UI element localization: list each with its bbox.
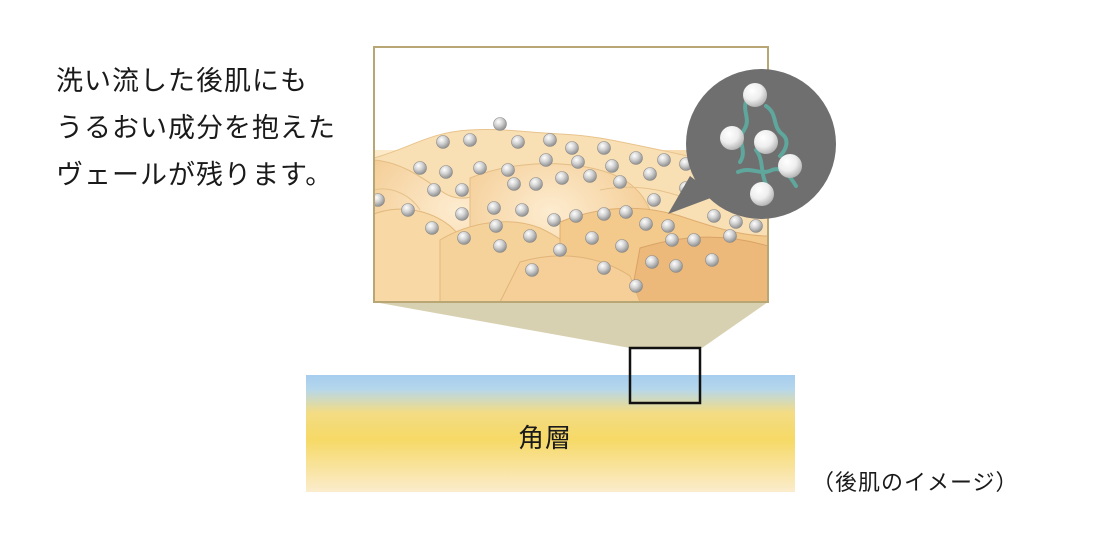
moisture-particle-icon [598, 142, 611, 155]
moisture-particle-icon [544, 134, 557, 147]
stratum-corneum-label: 角層 [505, 418, 585, 455]
moisture-particle-icon [464, 134, 477, 147]
moisture-particle-icon [570, 210, 583, 223]
moisture-particle-icon [490, 220, 503, 233]
moisture-particle-icon [666, 234, 679, 247]
moisture-particle-icon [440, 166, 453, 179]
moisture-particle-icon [648, 194, 661, 207]
description-line: うるおい成分を抱えた [56, 105, 336, 152]
moisture-particle-icon [516, 204, 529, 217]
moisture-particle-icon [494, 240, 507, 253]
moisture-particle-icon [572, 156, 585, 169]
moisture-particle-icon [414, 162, 427, 175]
moisture-particle-icon [554, 244, 567, 257]
moisture-particle-icon [778, 154, 802, 178]
description-line: ヴェールが残ります。 [56, 152, 336, 199]
moisture-particle-icon [556, 172, 569, 185]
moisture-particle-icon [750, 182, 774, 206]
moisture-particle-icon [428, 184, 441, 197]
moisture-particle-icon [494, 118, 507, 131]
moisture-particle-icon [640, 218, 653, 231]
moisture-particle-icon [750, 220, 763, 233]
moisture-particle-icon [606, 160, 619, 173]
moisture-particle-icon [598, 208, 611, 221]
moisture-particle-icon [620, 206, 633, 219]
moisture-particle-icon [526, 264, 539, 277]
moisture-particle-icon [658, 154, 671, 167]
moisture-particle-icon [426, 222, 439, 235]
moisture-particle-icon [646, 256, 659, 269]
moisture-particle-icon [616, 240, 629, 253]
moisture-particle-icon [598, 262, 611, 275]
moisture-particle-icon [456, 184, 469, 197]
description-line: 洗い流した後肌にも [56, 58, 336, 105]
moisture-particle-icon [724, 230, 737, 243]
moisture-particle-icon [488, 202, 501, 215]
moisture-particle-icon [402, 204, 415, 217]
moisture-particle-icon [540, 154, 553, 167]
moisture-particle-icon [754, 130, 778, 154]
moisture-particle-icon [502, 164, 515, 177]
moisture-particle-icon [584, 170, 597, 183]
image-note: （後肌のイメージ） [812, 465, 1019, 497]
moisture-particle-icon [630, 280, 643, 293]
moisture-particle-icon [512, 136, 525, 149]
moisture-particle-icon [548, 214, 561, 227]
zoom-funnel [374, 302, 768, 348]
description-text: 洗い流した後肌にも うるおい成分を抱えた ヴェールが残ります。 [56, 58, 336, 199]
moisture-particle-icon [644, 168, 657, 181]
moisture-particle-icon [458, 232, 471, 245]
moisture-particle-icon [508, 178, 521, 191]
moisture-particle-icon [662, 220, 675, 233]
moisture-particle-icon [586, 232, 599, 245]
moisture-particle-icon [437, 136, 450, 149]
moisture-particle-icon [456, 208, 469, 221]
moisture-particle-icon [630, 152, 643, 165]
moisture-particle-icon [743, 83, 767, 107]
moisture-particle-icon [474, 162, 487, 175]
moisture-particle-icon [566, 142, 579, 155]
moisture-particle-icon [706, 254, 719, 267]
moisture-particle-icon [708, 210, 721, 223]
moisture-particle-icon [524, 230, 537, 243]
moisture-particle-icon [720, 126, 744, 150]
moisture-particle-icon [688, 234, 701, 247]
moisture-particle-icon [670, 260, 683, 273]
moisture-particle-icon [614, 176, 627, 189]
moisture-particle-icon [530, 178, 543, 191]
moisture-particle-icon [730, 216, 743, 229]
